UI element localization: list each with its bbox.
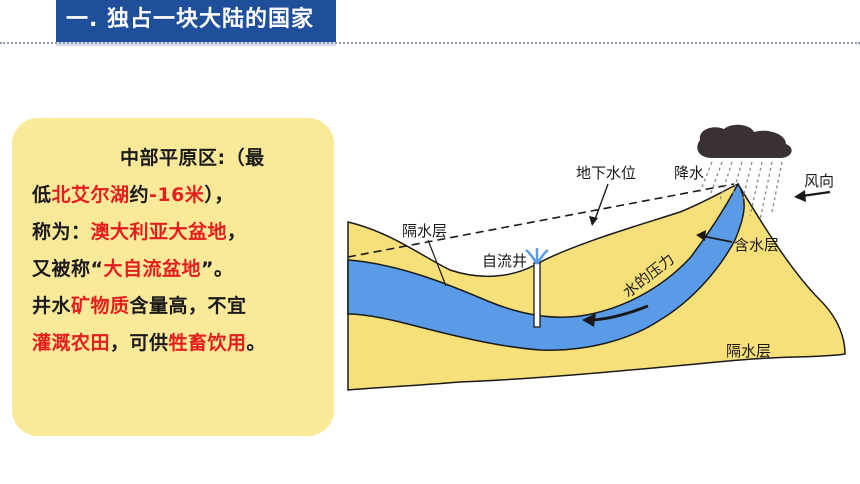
artesian-basin-diagram: 地下水位 降水 风向 隔水层 含水层 自流井 水的压力 隔水层: [347, 124, 846, 391]
wind-arrow: [801, 190, 831, 198]
highlight-irrigation: 灌溉农田: [32, 332, 111, 354]
highlight-livestock: 牲畜饮用: [168, 332, 247, 354]
highlight-artesian-basin: 大自流盆地: [103, 258, 202, 280]
aquifer-leader: [701, 235, 733, 243]
label-groundwater-level: 地下水位: [576, 164, 636, 182]
artesian-well-pipe: [533, 262, 541, 328]
section-title: 一. 独占一块大陆的国家: [56, 0, 336, 46]
rain-streaks: [699, 161, 783, 221]
groundwater-level-line: [347, 183, 735, 258]
card-line-1: 中部平原区:（最: [120, 147, 265, 169]
aquiclude-leader: [427, 239, 447, 287]
highlight-elevation: -16米: [149, 184, 205, 206]
info-card: 中部平原区:（最 低北艾尔湖约-16米）， 称为：澳大利亚大盆地， 又被称“大自…: [12, 118, 334, 436]
groundwater-leader-arrowhead: [589, 216, 598, 226]
label-aquiclude-bottom: 隔水层: [726, 342, 771, 360]
label-wind-direction: 风向: [804, 172, 834, 190]
wind-arrowhead: [794, 190, 806, 202]
artesian-fountain: [525, 248, 549, 265]
label-artesian-well: 自流井: [482, 252, 527, 270]
card-line-6: 灌溉农田，可供牲畜饮用。: [32, 332, 267, 354]
label-aquifer: 含水层: [734, 236, 779, 254]
highlight-minerals: 矿物质: [71, 295, 130, 317]
card-line-5: 井水矿物质含量高，不宜: [32, 295, 247, 317]
label-precipitation: 降水: [674, 164, 704, 182]
water-pressure-arrowhead: [582, 313, 596, 327]
groundwater-leader: [593, 183, 609, 223]
card-line-3: 称为：澳大利亚大盆地，: [32, 221, 247, 243]
card-line-4: 又被称“大自流盆地”。: [32, 258, 234, 280]
rain-cloud-icon: [697, 124, 792, 158]
label-aquiclude-top: 隔水层: [402, 222, 447, 240]
dotted-divider: [0, 42, 860, 44]
highlight-great-basin: 澳大利亚大盆地: [90, 221, 228, 243]
card-line-2: 低北艾尔湖约-16米），: [32, 184, 234, 206]
aquifer-leader-arrowhead: [696, 230, 706, 241]
highlight-lake-eyre: 北艾尔湖: [51, 184, 130, 206]
